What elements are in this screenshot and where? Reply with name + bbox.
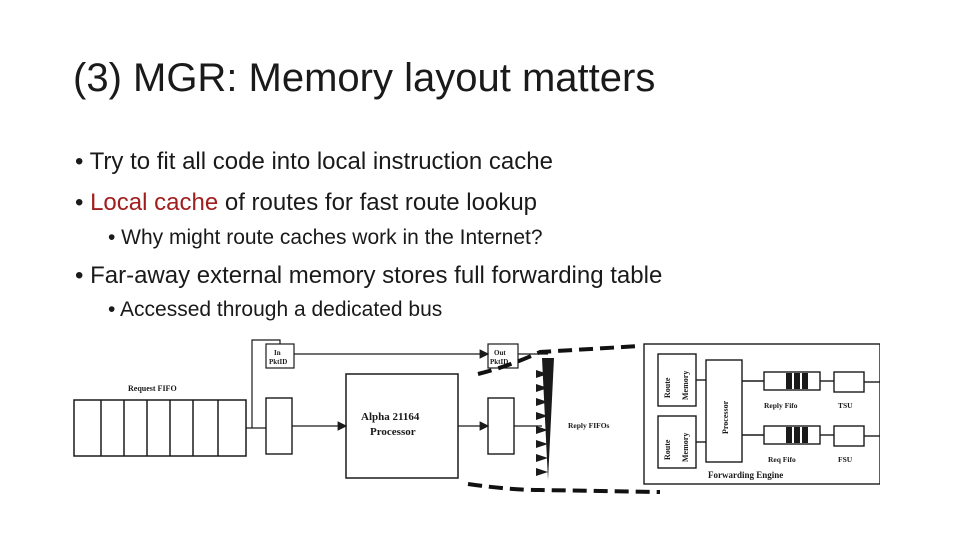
- reply-fifo-label: Reply Fifo: [764, 401, 798, 410]
- out-pktid-label-1: Out: [494, 349, 506, 357]
- input-buffer: [265, 397, 293, 455]
- fsu-label: FSU: [838, 455, 853, 464]
- local-cache-highlight: Local cache: [90, 189, 219, 216]
- dedicated-bus-dashes: [467, 344, 661, 494]
- route-memory-top-label-1: Route: [663, 377, 672, 398]
- forwarding-engine-label: Forwarding Engine: [708, 470, 783, 480]
- processor-label-1: Alpha 21164: [361, 411, 420, 423]
- route-memory-bottom-label-2: Memory: [681, 433, 690, 462]
- request-fifo-label: Request FIFO: [128, 384, 177, 393]
- bullet-local-cache: • Local cache of routes for fast route l…: [75, 189, 537, 217]
- sub-bullet-dedicated-bus: • Accessed through a dedicated bus: [108, 298, 443, 321]
- out-pktid-label-2: PktID: [490, 358, 508, 366]
- tsu-label: TSU: [838, 401, 853, 410]
- forwarding-engine: [643, 343, 880, 485]
- bullet-external-memory: • Far-away external memory stores full f…: [75, 262, 663, 289]
- request-fifo: [73, 399, 247, 457]
- output-buffer: [487, 397, 515, 455]
- mgr-architecture-diagram: Request FIFO In PktID Alpha 21164 Proces…: [73, 339, 880, 494]
- in-pktid-label-2: PktID: [269, 358, 287, 366]
- fe-processor-label: Processor: [721, 400, 730, 434]
- bullet-local-cache-rest: of routes for fast route lookup: [218, 189, 538, 216]
- sub-bullet-route-caches: • Why might route caches work in the Int…: [108, 226, 543, 249]
- req-fifo-label: Req Fifo: [768, 455, 796, 464]
- bullet-local-cache-prefix: •: [75, 189, 91, 216]
- connector-lines: [246, 339, 548, 431]
- fifo-stripes: [786, 373, 808, 443]
- processor-label-2: Processor: [370, 426, 416, 438]
- reply-fifos-label: Reply FIFOs: [568, 421, 610, 430]
- route-memory-top-label-2: Memory: [681, 371, 690, 400]
- slide-title: (3) MGR: Memory layout matters: [73, 56, 656, 100]
- route-memory-bottom-label-1: Route: [663, 439, 672, 460]
- reply-fifos-comb: [536, 358, 554, 480]
- bullet-instruction-cache: • Try to fit all code into local instruc…: [75, 148, 553, 175]
- in-pktid-label-1: In: [274, 349, 281, 357]
